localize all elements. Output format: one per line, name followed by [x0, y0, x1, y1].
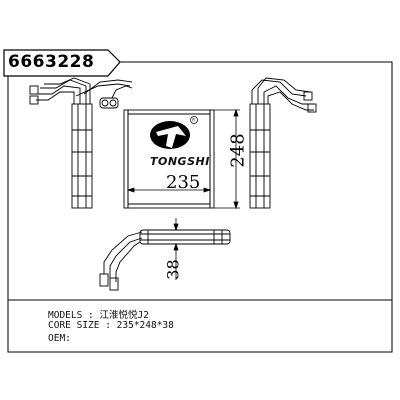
brand-name: TONGSHI — [150, 155, 210, 168]
oem-label: OEM — [48, 333, 66, 344]
oem-row: OEM: — [48, 333, 71, 344]
top-view — [99, 229, 231, 291]
oem-sep: : — [65, 333, 71, 344]
frame-border — [7, 61, 393, 353]
svg-text:R: R — [192, 118, 195, 123]
brand-logo: R — [150, 116, 198, 149]
models-sep: : — [82, 310, 100, 321]
core-size-sep: : — [99, 320, 117, 331]
width-dimension — [126, 187, 212, 193]
core-size-label: CORE SIZE — [48, 320, 100, 331]
width-value: 235 — [166, 172, 201, 193]
core-size-row: CORE SIZE : 235*248*38 — [48, 320, 174, 331]
part-tag-shape — [3, 49, 121, 77]
core-size-value: 235*248*38 — [116, 320, 174, 331]
depth-dimension — [173, 218, 179, 280]
left-side-view — [29, 77, 133, 209]
flange-connector — [99, 85, 133, 109]
part-number: 6663228 — [8, 52, 95, 72]
models-value: 江淮悦悦J2 — [99, 310, 149, 321]
height-dimension — [214, 108, 240, 210]
core-front-view — [123, 109, 215, 209]
depth-value: 38 — [163, 259, 183, 280]
right-side-view — [249, 77, 317, 209]
models-label: MODELS — [48, 310, 83, 321]
height-value: 248 — [227, 133, 249, 168]
models-row: MODELS : 江淮悦悦J2 — [48, 307, 149, 321]
